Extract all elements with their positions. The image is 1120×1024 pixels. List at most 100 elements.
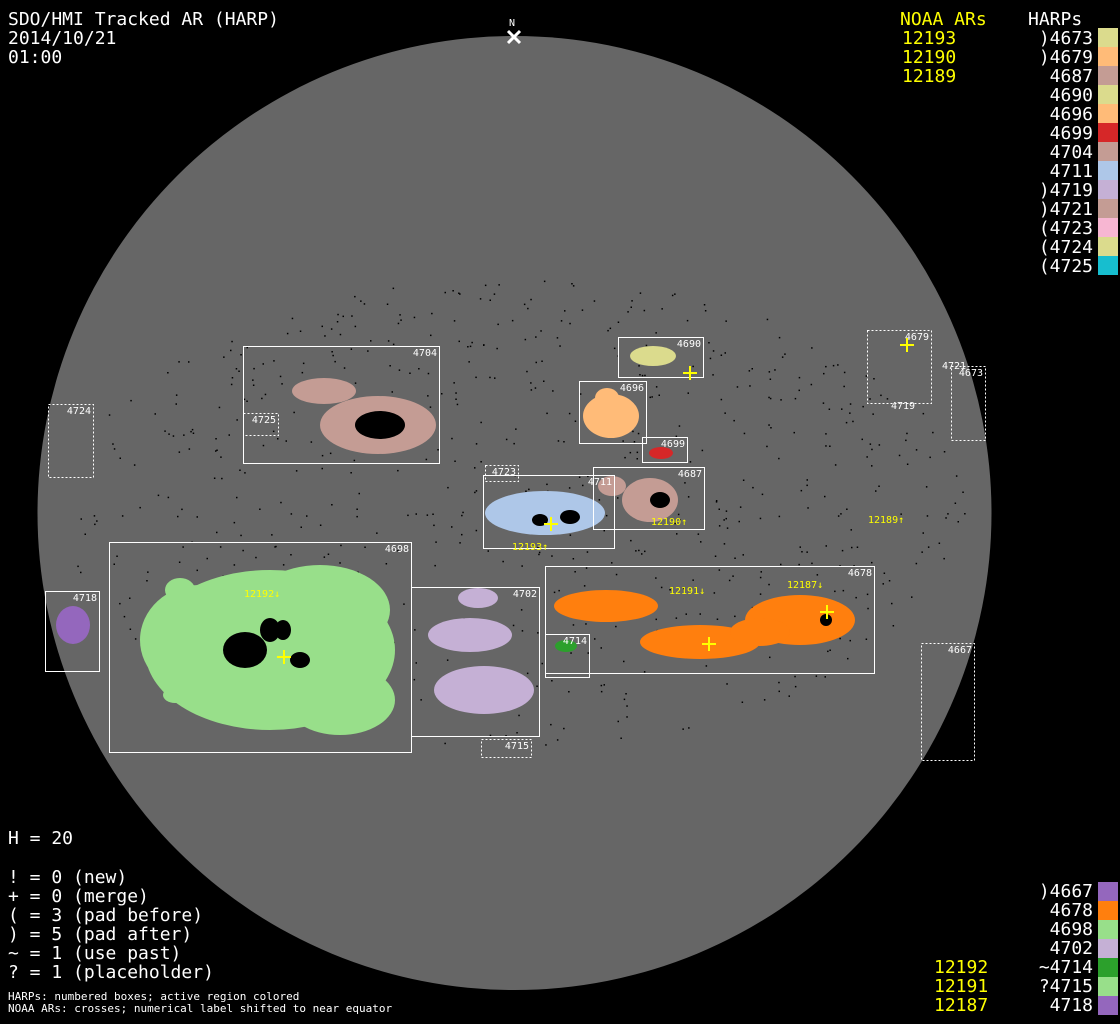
speckle [943, 557, 945, 560]
speckle [660, 586, 663, 589]
speckle [572, 558, 575, 560]
speckle [568, 691, 570, 693]
speckle [906, 463, 909, 465]
speckle [133, 464, 136, 466]
speckle [873, 378, 875, 380]
speckle [354, 325, 357, 328]
speckle [535, 336, 537, 338]
legend-entry: ) = 5 (pad after) [8, 924, 193, 945]
harp-box-label: 4711 [588, 477, 612, 488]
speckle [206, 557, 208, 560]
speckle [231, 377, 234, 379]
speckle [929, 456, 931, 459]
speckle [391, 391, 393, 393]
speckle [319, 524, 322, 526]
speckle [80, 571, 82, 574]
noaa-label: 12189↑ [868, 515, 904, 526]
speckle [726, 683, 728, 685]
active-region-mask [428, 618, 512, 652]
speckle [526, 370, 528, 373]
speckle [551, 555, 553, 557]
speckle [432, 513, 434, 515]
speckle [811, 562, 813, 565]
speckle [459, 542, 461, 544]
speckle [623, 660, 625, 663]
color-swatch [1098, 142, 1118, 161]
speckle [964, 513, 966, 515]
speckle [130, 399, 132, 402]
speckle [409, 372, 411, 374]
speckle [216, 449, 218, 451]
speckle [426, 514, 429, 516]
speckle [871, 561, 873, 564]
speckle [321, 454, 324, 457]
speckle [468, 361, 470, 363]
speckle [794, 675, 796, 678]
speckle [425, 458, 428, 461]
speckle [594, 638, 596, 640]
speckle [578, 476, 581, 478]
active-region-mask [555, 640, 577, 652]
speckle [945, 517, 947, 519]
speckle [520, 609, 523, 611]
speckle [239, 469, 241, 471]
speckle [293, 411, 295, 414]
speckle [856, 546, 859, 548]
speckle [824, 495, 826, 498]
speckle [236, 419, 238, 421]
speckle [475, 376, 477, 379]
speckle [685, 613, 687, 615]
speckle [605, 514, 608, 517]
harp-box-4715 [481, 739, 532, 758]
speckle [329, 452, 332, 455]
speckle [523, 303, 526, 306]
speckle [233, 521, 236, 524]
harp-box-label: 4667 [948, 645, 972, 656]
speckle [728, 579, 731, 582]
speckle [911, 596, 913, 598]
speckle [635, 550, 637, 552]
speckle [661, 308, 663, 310]
speckle [843, 385, 845, 388]
speckle [615, 573, 618, 576]
speckle [676, 533, 678, 535]
speckle [832, 364, 835, 367]
speckle [538, 551, 541, 554]
speckle [759, 593, 762, 595]
speckle [392, 287, 395, 290]
speckle [593, 300, 596, 302]
speckle [671, 294, 674, 297]
speckle [246, 400, 248, 402]
speckle [513, 442, 515, 445]
color-swatch [1098, 66, 1118, 85]
speckle [869, 443, 872, 445]
speckle [801, 551, 803, 553]
speckle [620, 737, 622, 739]
speckle [638, 365, 640, 367]
speckle [139, 506, 141, 509]
speckle [480, 461, 482, 463]
speckle [947, 513, 949, 515]
speckle [626, 716, 628, 718]
speckle [806, 479, 808, 481]
speckle [441, 393, 443, 395]
speckle [190, 430, 192, 433]
speckle [770, 427, 772, 429]
speckle [489, 376, 491, 379]
speckle [643, 309, 646, 312]
speckle [191, 428, 194, 431]
speckle [496, 347, 498, 350]
speckle [822, 402, 825, 404]
speckle [585, 567, 588, 569]
speckle [788, 695, 790, 697]
speckle [828, 408, 831, 410]
speckle [454, 460, 456, 462]
speckle [252, 379, 254, 381]
harp-box-4678 [545, 566, 875, 674]
speckle [687, 392, 689, 394]
harp-box-label: 4696 [620, 383, 644, 394]
speckle [586, 551, 589, 553]
speckle [574, 571, 576, 573]
speckle [458, 292, 460, 294]
